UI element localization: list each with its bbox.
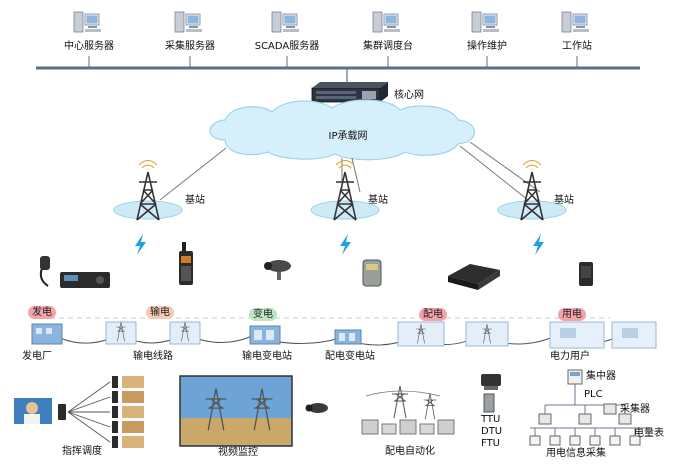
handheld-radio-icon <box>179 242 193 285</box>
server-label: 集群调度台 <box>363 41 413 52</box>
app-label-meter: 电量表 <box>634 428 664 439</box>
distribution-substation-image <box>334 329 362 345</box>
lightning-icon <box>533 234 544 255</box>
stage-badge-consumption: 用电 <box>558 308 586 321</box>
server-label: 操作维护 <box>467 41 507 52</box>
lightning-icon <box>340 234 351 255</box>
vehicle-radio-icon <box>39 256 110 288</box>
app-label-ttu: TTU <box>481 414 501 425</box>
dispatch-fan-lines <box>67 381 111 443</box>
facility-label-plant: 发电厂 <box>22 351 52 362</box>
ip-cloud-shape <box>209 99 475 161</box>
facility-label-substation: 输电变电站 <box>242 351 292 362</box>
base-station-middle <box>310 159 380 255</box>
computer-icon <box>372 11 401 33</box>
base-station-left <box>113 159 183 255</box>
core-network-device-icon <box>311 82 388 103</box>
lightning-icon <box>135 234 146 255</box>
computer-icon <box>471 11 500 33</box>
facility-label-user: 电力用户 <box>550 351 590 362</box>
base-station-label: 基站 <box>368 195 388 206</box>
dispatch-terminal-group <box>112 376 144 448</box>
distribution-automation-image <box>361 385 455 435</box>
dispatch-radio-icon <box>58 404 66 420</box>
transmission-substation-image <box>249 325 281 345</box>
stage-badge-distribution: 配电 <box>419 308 447 321</box>
app-label-plc: PLC <box>584 389 603 400</box>
terminal-unit-dtu-icon <box>483 393 495 413</box>
app-label-info-collection: 用电信息采集 <box>546 448 606 459</box>
computer-icon <box>174 11 203 33</box>
mobile-terminal-icon <box>579 262 593 286</box>
app-label-automation: 配电自动化 <box>385 446 435 457</box>
power-user-image <box>549 321 657 349</box>
core-network-label: 核心网 <box>394 90 424 101</box>
server-label: 工作站 <box>562 41 592 52</box>
camera-icon <box>264 260 291 280</box>
server-computer-icons <box>73 11 590 33</box>
app-label-dtu: DTU <box>481 426 503 437</box>
app-label-concentrator: 集中器 <box>586 371 616 382</box>
dispatch-operator-image <box>14 398 52 424</box>
computer-icon <box>73 11 102 33</box>
base-station-label: 基站 <box>554 195 574 206</box>
base-station-label: 基站 <box>185 195 205 206</box>
terminal-unit-icon <box>362 259 382 287</box>
transmission-line-image <box>105 321 201 345</box>
app-label-ftu: FTU <box>481 438 501 449</box>
meter-icons <box>529 435 641 446</box>
gateway-router-icon <box>448 264 500 290</box>
app-label-dispatch: 指挥调度 <box>62 446 102 457</box>
facility-label-line: 输电线路 <box>133 351 173 362</box>
server-label: 采集服务器 <box>165 41 215 52</box>
stage-badge-transmission: 输电 <box>146 306 174 319</box>
collector-icons <box>538 403 632 425</box>
stage-badge-substation: 变电 <box>249 308 277 321</box>
server-drop-lines <box>88 56 578 68</box>
server-label: 中心服务器 <box>64 41 114 52</box>
app-label-collector: 采集器 <box>620 404 650 415</box>
computer-icon <box>561 11 590 33</box>
base-station-right <box>497 159 567 255</box>
ip-cloud-label: IP承载网 <box>328 131 368 142</box>
app-label-video: 视频监控 <box>218 447 258 458</box>
terminal-unit-ttu-icon <box>481 374 501 390</box>
distribution-line-image <box>397 321 509 347</box>
video-surveillance-image <box>179 375 293 447</box>
pylon-icon <box>423 393 437 420</box>
server-label: SCADA服务器 <box>254 41 320 52</box>
surveillance-camera-icon <box>305 403 328 413</box>
power-plant-image <box>31 323 63 345</box>
facility-label-distribution-station: 配电变电站 <box>325 351 375 362</box>
stage-badge-generation: 发电 <box>28 306 56 319</box>
computer-icon <box>271 11 300 33</box>
concentrator-icon <box>567 369 583 385</box>
